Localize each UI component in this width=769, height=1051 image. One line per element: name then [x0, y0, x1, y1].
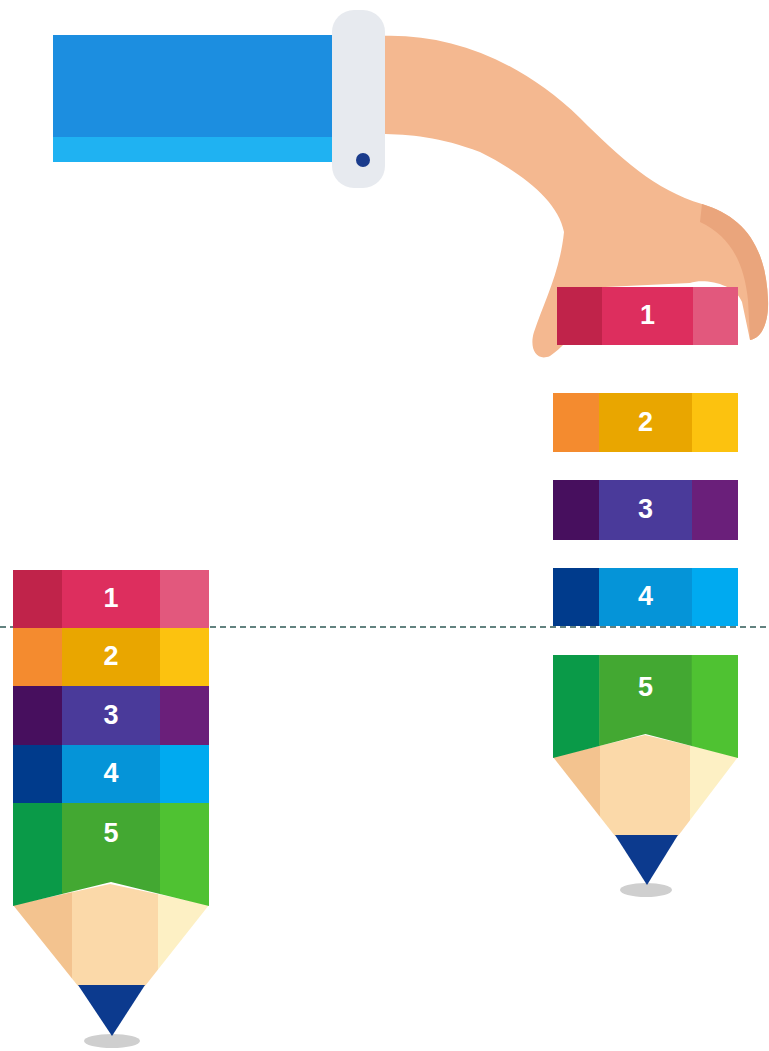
- segment-number: 3: [638, 495, 653, 525]
- shadow: [620, 883, 672, 897]
- segment-number: 3: [103, 701, 118, 731]
- pencil-segment: 3: [553, 480, 738, 540]
- pencil-lead: [78, 985, 145, 1036]
- hand: [380, 36, 768, 358]
- pencil-segment: 1: [557, 287, 738, 345]
- sleeve: [53, 35, 335, 139]
- cuff-button: [356, 153, 370, 167]
- pencil-segment: 4: [13, 745, 209, 803]
- pencil-body-shape: [553, 655, 738, 758]
- segment-number: 5: [103, 819, 118, 849]
- segment-number: 5: [638, 673, 653, 703]
- segment-number: 2: [638, 408, 653, 438]
- cuff: [332, 10, 385, 188]
- segment-number: 4: [638, 582, 653, 612]
- segment-number: 1: [640, 301, 655, 331]
- pencil-body: 5: [13, 803, 209, 906]
- segment-number: 1: [103, 584, 118, 614]
- pencil-body: 5: [553, 655, 738, 758]
- pencil-segment: 3: [13, 686, 209, 745]
- pencil-segment: 1: [13, 570, 209, 628]
- shadow: [84, 1034, 140, 1048]
- pencil-segment: 4: [553, 568, 738, 626]
- pencil-segment: 2: [13, 628, 209, 686]
- pencil-lead: [615, 835, 678, 885]
- sleeve-hem: [53, 137, 335, 162]
- pencil-segment: 2: [553, 393, 738, 452]
- segment-number: 4: [103, 759, 118, 789]
- segment-number: 2: [103, 642, 118, 672]
